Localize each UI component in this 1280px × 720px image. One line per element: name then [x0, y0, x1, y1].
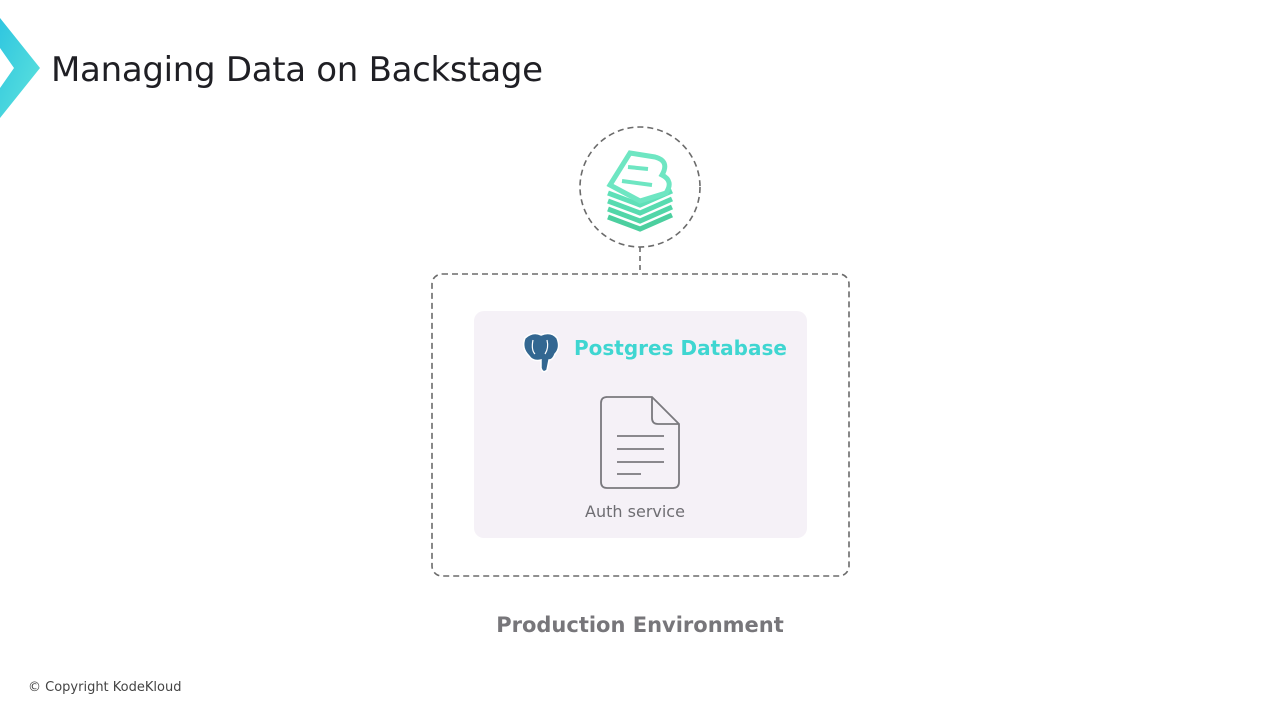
page-title: Managing Data on Backstage	[51, 50, 543, 90]
copyright-text: © Copyright KodeKloud	[28, 680, 182, 695]
database-title: Postgres Database	[574, 336, 787, 360]
postgres-elephant-icon	[522, 332, 560, 373]
backstage-logo-icon	[606, 150, 674, 232]
document-icon	[600, 396, 680, 489]
production-environment-boundary	[431, 273, 850, 577]
service-label: Auth service	[585, 502, 685, 521]
environment-label: Production Environment	[496, 613, 784, 637]
chevron-logo-icon	[0, 18, 40, 118]
